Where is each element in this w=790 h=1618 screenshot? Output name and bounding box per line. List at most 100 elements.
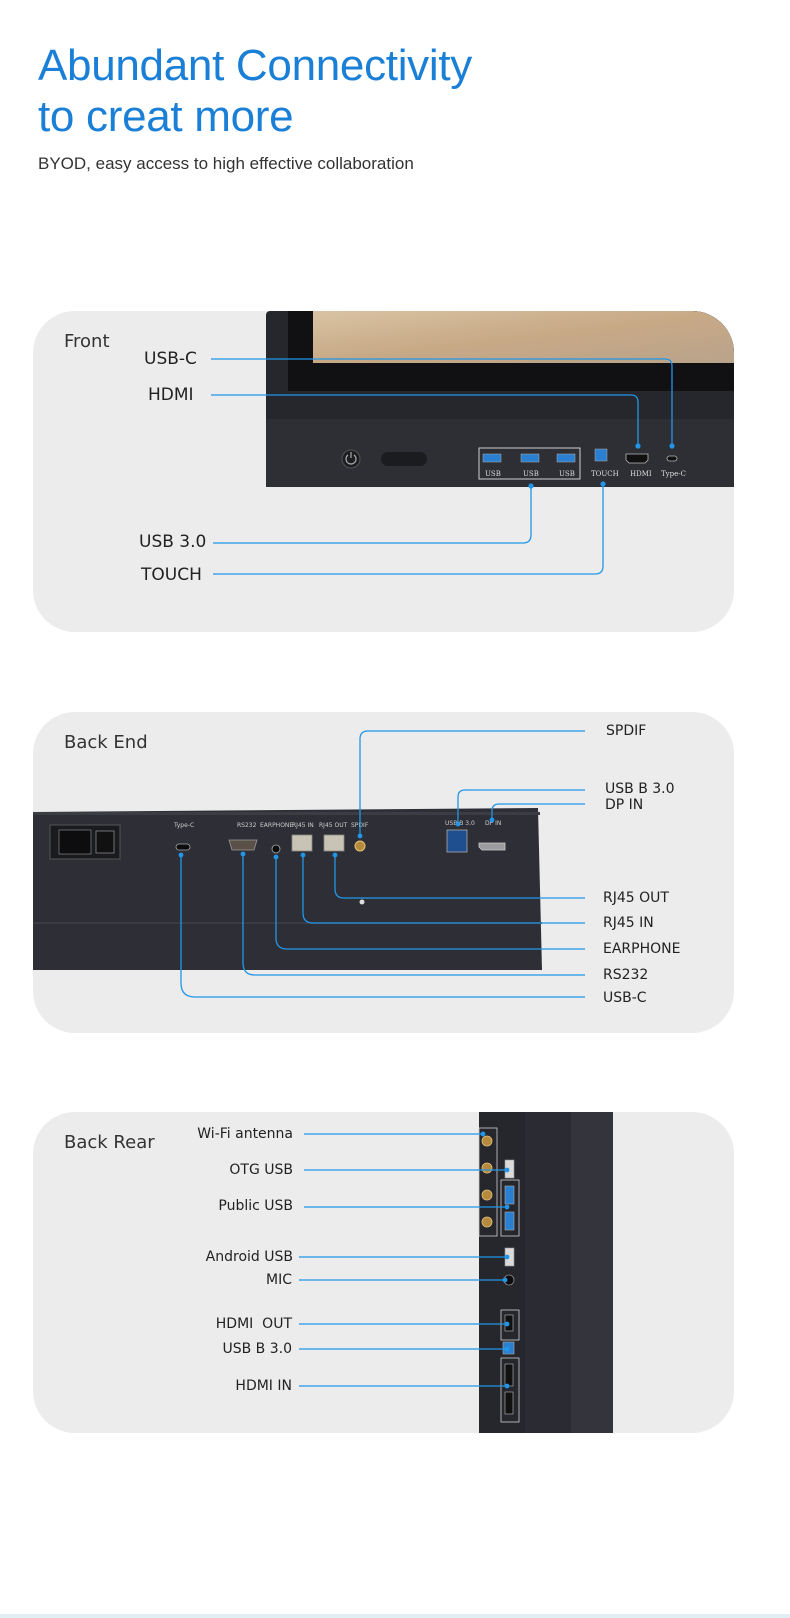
dot-be-dpin (489, 817, 495, 823)
dot-br-otg (504, 1167, 510, 1173)
dot-br-mic (502, 1277, 508, 1283)
dot-br-android (504, 1254, 510, 1260)
usb-port-1 (482, 453, 502, 463)
hdmi-out-frame (500, 1309, 520, 1341)
typec-port (666, 455, 678, 462)
power-icon (345, 452, 357, 465)
antenna-group-frame (478, 1127, 498, 1237)
be-screw (359, 899, 365, 905)
front-label-hdmi: HDMI (148, 385, 194, 405)
hdmi-in-frame (500, 1357, 520, 1423)
power-switch (95, 830, 115, 854)
monitor-screen-image (313, 311, 734, 363)
backrear-port-strip (479, 1112, 525, 1433)
callout-front-usb30 (213, 487, 532, 544)
backend-label-rs232: RS232 (603, 967, 649, 983)
dot-be-rs232 (240, 851, 246, 857)
usb-port-2-label: USB (523, 470, 539, 478)
be-rj45in-port (291, 834, 313, 852)
be-dpin-label: DP IN (485, 820, 501, 827)
be-earphone-label: EARPHONE (260, 822, 293, 829)
usb-port-3 (556, 453, 576, 463)
backend-title: Back End (64, 732, 148, 753)
typec-port-label: Type-C (661, 470, 686, 478)
be-rs232-port (228, 839, 258, 851)
backend-label-usbb30: USB B 3.0 (605, 781, 675, 797)
front-label-usb30: USB 3.0 (139, 532, 207, 552)
backend-label-rj45in: RJ45 IN (603, 915, 654, 931)
be-rj45out-label: RJ45 OUT (319, 822, 348, 829)
dot-br-hdmiout (504, 1321, 510, 1327)
ir-sensor (381, 452, 427, 466)
be-rs232-label: RS232 (237, 822, 257, 829)
touch-port (594, 448, 608, 462)
callout-be-dpin (491, 803, 585, 820)
usb-port-2 (520, 453, 540, 463)
backend-label-earphone: EARPHONE (603, 941, 681, 957)
callout-front-usbc (211, 358, 673, 444)
backrear-title: Back Rear (64, 1132, 155, 1153)
hdmi-in-port-1 (504, 1363, 514, 1387)
callout-be-rs232 (242, 854, 585, 976)
public-usb-frame (500, 1179, 520, 1237)
backend-device-body (33, 808, 542, 970)
callout-be-spdif (359, 730, 585, 836)
be-typec-port (175, 843, 191, 851)
backrear-label-mic: MIC (266, 1272, 292, 1288)
usb-port-1-label: USB (485, 470, 501, 478)
dot-front-usb30 (528, 483, 534, 489)
backend-label-usbc: USB-C (603, 990, 647, 1006)
front-label-touch: TOUCH (141, 565, 202, 585)
callout-be-rj45out (334, 856, 585, 899)
dot-be-rj45out (332, 852, 338, 858)
backrear-illustration (299, 1112, 613, 1433)
usb-group-frame (478, 447, 581, 480)
backend-device-edge (33, 922, 542, 924)
dot-br-hdmiin (504, 1383, 510, 1389)
backend-label-rj45out: RJ45 OUT (603, 890, 669, 906)
be-rj45in-label: RJ45 IN (292, 822, 314, 829)
hdmi-in-port-2 (504, 1391, 514, 1415)
be-rj45out-port (323, 834, 345, 852)
dot-be-spdif (357, 833, 363, 839)
public-usb-port-2 (504, 1211, 515, 1231)
backrear-panel: Back Rear Wi-Fi antenna OTG USB Public U… (33, 1112, 734, 1433)
backend-panel: Type-C RS232 EARPHONE RJ45 IN RJ45 OUT S… (33, 712, 734, 1033)
front-panel: USB USB USB TOUCH HDMI Type-C Front USB-… (33, 311, 734, 632)
callout-front-touch (213, 484, 604, 575)
dot-be-usbc (178, 852, 184, 858)
wifi-antenna-2 (481, 1162, 493, 1174)
touch-port-label: TOUCH (591, 470, 619, 478)
backend-device-top (33, 812, 540, 815)
wifi-antenna-1 (481, 1135, 493, 1147)
hdmi-port (625, 453, 649, 464)
dot-front-touch (600, 481, 606, 487)
dot-br-wifi (480, 1131, 486, 1137)
dot-front-usbc (669, 443, 675, 449)
be-usbb-port (446, 829, 468, 853)
backrear-label-hdmiin: HDMI IN (235, 1378, 292, 1394)
be-spdif-port (354, 840, 366, 852)
hdmi-port-label: HDMI (630, 470, 652, 478)
bottom-divider (0, 1614, 790, 1618)
be-earphone-port (271, 844, 281, 854)
backrear-label-android: Android USB (205, 1249, 293, 1265)
page-subtitle: BYOD, easy access to high effective coll… (38, 154, 414, 173)
dot-be-rj45in (300, 852, 306, 858)
public-usb-port-1 (504, 1185, 515, 1205)
dot-br-public (504, 1204, 510, 1210)
callout-front-hdmi (211, 394, 639, 444)
backrear-label-otg: OTG USB (229, 1162, 293, 1178)
backend-illustration: Type-C RS232 EARPHONE RJ45 IN RJ45 OUT S… (33, 730, 585, 998)
dot-br-usbb30 (504, 1346, 510, 1352)
dot-be-usbb30 (455, 821, 461, 827)
usb-port-3-label: USB (559, 470, 575, 478)
backrear-label-wifi: Wi-Fi antenna (197, 1126, 293, 1142)
backrear-label-public: Public USB (218, 1198, 293, 1214)
be-typec-label: Type-C (173, 822, 194, 829)
power-socket (58, 829, 92, 855)
backrear-label-usbb30: USB B 3.0 (222, 1341, 292, 1357)
front-title: Front (64, 331, 110, 352)
backrear-label-hdmiout: HDMI OUT (215, 1316, 292, 1332)
dot-be-earphone (273, 854, 279, 860)
